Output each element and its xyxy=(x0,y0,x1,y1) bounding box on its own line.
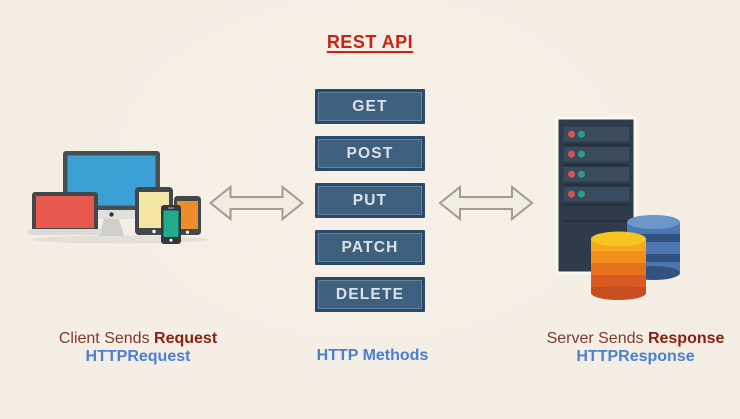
method-button-get: GET xyxy=(315,89,425,124)
laptop-icon xyxy=(28,192,102,235)
client-caption: Client Sends Request HTTPRequest xyxy=(18,330,258,366)
server-caption-response: Response xyxy=(647,330,725,347)
server-subcaption: HTTPResponse xyxy=(576,347,695,365)
http-methods-list: GET POST PUT PATCH DELETE xyxy=(315,89,425,312)
client-subcaption: HTTPRequest xyxy=(85,347,191,365)
server-rack-units xyxy=(563,127,629,223)
method-button-post: POST xyxy=(315,136,425,171)
methods-caption: HTTP Methods xyxy=(316,347,429,364)
method-button-patch: PATCH xyxy=(315,230,425,265)
server-caption: Server Sends Response HTTPResponse xyxy=(518,330,740,366)
smartphone-green-icon xyxy=(161,205,181,244)
client-caption-request: Request xyxy=(154,330,218,347)
double-arrow-icon xyxy=(208,184,305,222)
server-led-lights xyxy=(568,130,585,198)
server-databases-icon xyxy=(555,116,680,300)
page-title: REST API xyxy=(326,32,414,52)
server-caption-line: Server Sends Response xyxy=(518,330,740,348)
server-caption-text: Server Sends xyxy=(546,330,648,347)
client-caption-line: Client Sends Request xyxy=(18,330,258,348)
method-button-put: PUT xyxy=(315,183,425,218)
client-caption-text: Client Sends xyxy=(58,330,155,347)
database-cylinder-orange-icon xyxy=(591,231,646,300)
client-devices-icon xyxy=(28,151,208,244)
double-arrow-icon xyxy=(438,184,534,222)
method-button-delete: DELETE xyxy=(315,277,425,312)
